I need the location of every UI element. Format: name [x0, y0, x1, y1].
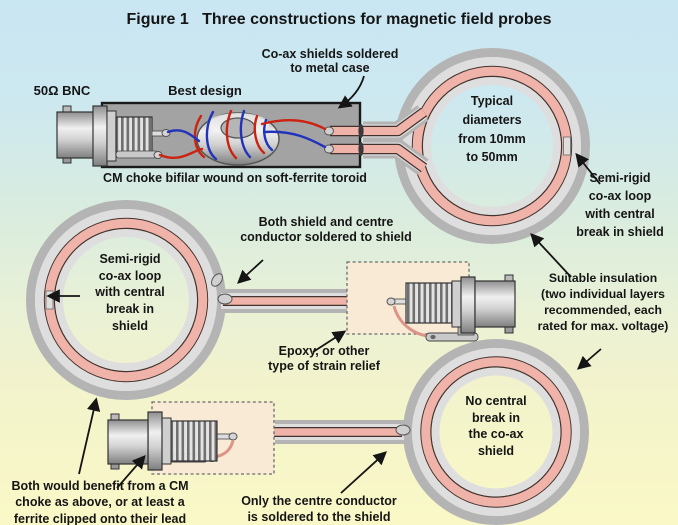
bifilar-winding [193, 109, 274, 161]
label-epoxy-strain-relief: Epoxy, or other type of strain relief [268, 344, 380, 374]
bnc-connector-1 [56, 105, 171, 167]
solder-ring [358, 142, 364, 156]
choke-lead-wires [158, 118, 327, 160]
shield-break-top-loop [563, 136, 571, 156]
coax-loop-bottom [403, 339, 589, 525]
label-semi-rigid-top-loop: Semi-rigid co-ax loop with central break… [576, 171, 664, 239]
cm-choke-toroid [158, 109, 327, 166]
arrow-benefit-to-connector [116, 454, 146, 489]
bnc-connector-2 [386, 274, 516, 342]
label-suitable-insulation: Suitable insulation (two individual laye… [537, 271, 669, 333]
annotation-arrows [46, 75, 602, 494]
arrow-coax-shields-to-case [337, 75, 365, 109]
solder-ball [324, 126, 334, 136]
shield-break-middle-loop [45, 290, 54, 310]
bnc-connector-3 [107, 411, 238, 471]
label-coax-shields-soldered: Co-ax shields soldered to metal case [261, 47, 399, 76]
arrow-onlycentre-to-junction [340, 451, 387, 494]
solder-blob [217, 293, 233, 305]
arrow-benefit-to-loop [78, 397, 101, 475]
label-best-design: Best design [168, 83, 242, 98]
label-typical-diameters: Typical diameters from 10mm to 50mm [458, 94, 526, 165]
figure-title: Figure 1 Three constructions for magneti… [126, 11, 552, 28]
label-semi-rigid-middle-loop: Semi-rigid co-ax loop with central break… [95, 252, 165, 333]
label-both-shield-soldered: Both shield and centre conductor soldere… [240, 215, 412, 245]
arrow-semirigid-to-break-top [575, 152, 601, 185]
label-cm-choke: CM choke bifilar wound on soft-ferrite t… [103, 171, 367, 185]
case-coax-stubs [324, 105, 429, 175]
label-only-centre-conductor: Only the centre conductor is soldered to… [241, 494, 397, 524]
solder-ring [358, 124, 364, 138]
solder-ball [324, 144, 334, 154]
coax-loop-top [394, 48, 590, 244]
arrow-bothshield-to-junction [237, 259, 264, 284]
label-both-benefit-cm-choke: Both would benefit from a CM choke as ab… [11, 479, 189, 525]
label-50ohm-bnc: 50Ω BNC [33, 83, 91, 98]
solder-blob [211, 273, 223, 287]
solder-blob [395, 424, 411, 436]
arrow-insulation-to-bottom-loop [576, 348, 602, 370]
arrow-epoxy-to-box [312, 330, 347, 353]
label-no-central-break: No central break in the co-ax shield [465, 394, 527, 458]
arrow-insulation-to-top-loop [530, 233, 572, 278]
